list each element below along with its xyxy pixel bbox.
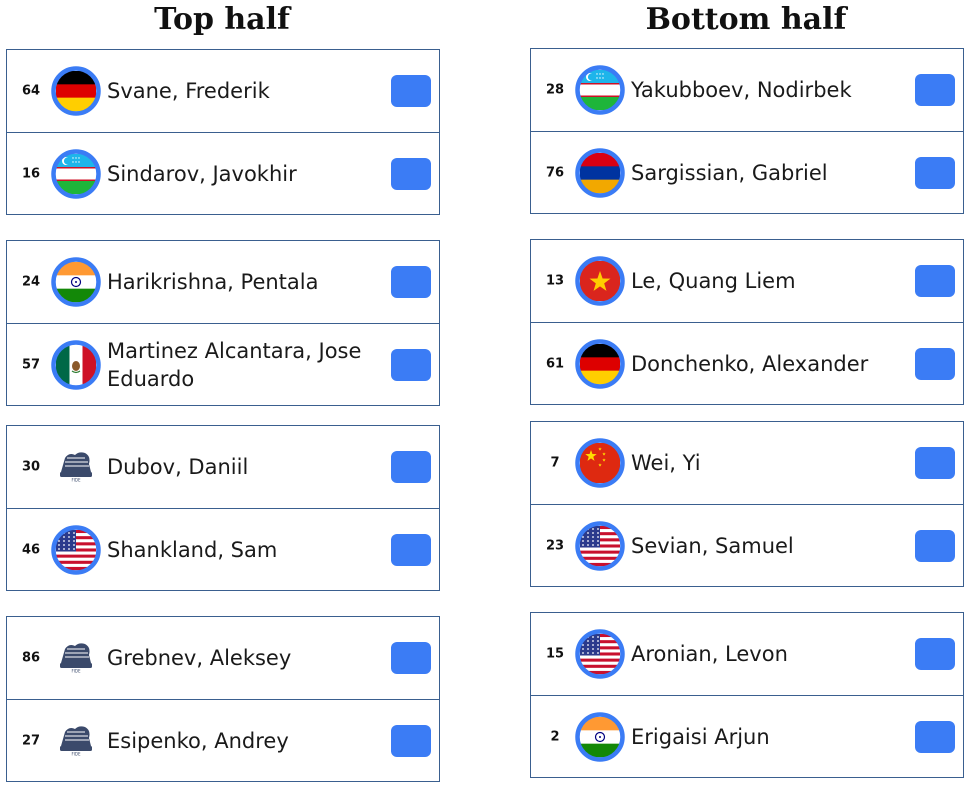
- fide-flag-icon: FIDE: [51, 442, 101, 492]
- player-row: 2 Erigaisi Arjun: [531, 695, 963, 777]
- player-name: Grebnev, Aleksey: [107, 646, 292, 670]
- usa-flag-icon: [51, 524, 101, 575]
- fide-flag-icon: FIDE: [51, 633, 101, 683]
- player-row: 76 Sargissian, Gabriel: [531, 131, 963, 213]
- seed-number: 30: [21, 459, 41, 475]
- armenia-flag-icon: [575, 147, 625, 198]
- seed-number: 27: [21, 733, 41, 748]
- uzbekistan-flag-icon: [51, 148, 101, 199]
- player-name: Svane, Frederik: [107, 79, 270, 103]
- match-card: 64 Svane, Frederik 16 Sindarov, Javokhir: [6, 49, 440, 215]
- select-winner-checkbox[interactable]: [915, 720, 955, 753]
- seed-number: 64: [21, 83, 41, 99]
- seed-number: 7: [550, 455, 560, 471]
- germany-flag-icon: [51, 66, 101, 116]
- select-winner-checkbox[interactable]: [391, 724, 431, 757]
- player-row: 23 Sevian, Samuel: [531, 504, 963, 586]
- uzbekistan-flag-icon: [575, 65, 625, 115]
- select-winner-checkbox[interactable]: [391, 266, 431, 298]
- india-flag-icon: [575, 711, 625, 762]
- seed-number: 76: [545, 165, 565, 180]
- usa-flag-icon: [575, 629, 625, 679]
- player-name: Martinez Alcantara, Jose Eduardo: [107, 338, 362, 391]
- match-card: 13 Le, Quang Liem 61 Donchenko, Alexander: [530, 239, 964, 405]
- select-winner-checkbox[interactable]: [915, 638, 955, 670]
- player-name: Dubov, Daniil: [107, 455, 249, 479]
- select-winner-checkbox[interactable]: [915, 347, 955, 380]
- select-winner-checkbox[interactable]: [391, 75, 431, 107]
- player-name: Sindarov, Javokhir: [107, 161, 297, 186]
- germany-flag-icon: [575, 338, 625, 389]
- player-name: Esipenko, Andrey: [107, 728, 289, 753]
- player-row: 24 Harikrishna, Pentala: [7, 241, 439, 323]
- select-winner-checkbox[interactable]: [915, 265, 955, 297]
- select-winner-checkbox[interactable]: [391, 157, 431, 190]
- match-card: 7 Wei, Yi 23 Sevian, Samuel: [530, 421, 964, 587]
- player-name: Yakubboev, Nodirbek: [631, 78, 852, 102]
- player-name: Aronian, Levon: [631, 642, 788, 666]
- player-row: 16 Sindarov, Javokhir: [7, 132, 439, 214]
- usa-flag-icon: [575, 520, 625, 571]
- player-row: 28 Yakubboev, Nodirbek: [531, 49, 963, 131]
- player-name: Harikrishna, Pentala: [107, 270, 319, 294]
- svg-text:FIDE: FIDE: [71, 751, 81, 756]
- seed-number: 61: [545, 356, 565, 371]
- fide-flag-icon: FIDE: [51, 716, 101, 766]
- select-winner-checkbox[interactable]: [915, 529, 955, 562]
- seed-number: 28: [545, 82, 565, 98]
- match-card: 28 Yakubboev, Nodirbek 76 Sargissian, Gabri…: [530, 48, 964, 214]
- select-winner-checkbox[interactable]: [391, 348, 431, 381]
- player-row: 64 Svane, Frederik: [7, 50, 439, 132]
- china-flag-icon: [575, 438, 625, 488]
- seed-number: 57: [21, 357, 41, 372]
- seed-number: 24: [21, 274, 41, 290]
- player-row: 46 Shankland, Sam: [7, 508, 439, 590]
- seed-number: 23: [545, 538, 565, 553]
- player-name: Le, Quang Liem: [631, 269, 796, 293]
- vietnam-flag-icon: [575, 256, 625, 306]
- select-winner-checkbox[interactable]: [915, 74, 955, 106]
- india-flag-icon: [51, 257, 101, 307]
- player-name: Donchenko, Alexander: [631, 351, 869, 376]
- player-row: 13 Le, Quang Liem: [531, 240, 963, 322]
- select-winner-checkbox[interactable]: [391, 451, 431, 483]
- player-row: 61 Donchenko, Alexander: [531, 322, 963, 404]
- player-row: 57 Martinez Alcantara, Jose Eduardo: [7, 323, 439, 405]
- seed-number: 13: [545, 273, 565, 289]
- seed-number: 16: [21, 166, 41, 181]
- bottom-half-title: Bottom half: [645, 2, 847, 37]
- top-half-title: Top half: [154, 2, 290, 37]
- select-winner-checkbox[interactable]: [915, 447, 955, 479]
- seed-number: 86: [21, 650, 41, 666]
- seed-number: 15: [545, 646, 565, 662]
- mexico-flag-icon: [51, 339, 101, 390]
- match-card: 24 Harikrishna, Pentala 57 Martinez Alcanta…: [6, 240, 440, 406]
- svg-text:FIDE: FIDE: [71, 478, 81, 483]
- select-winner-checkbox[interactable]: [915, 156, 955, 189]
- seed-number: 46: [21, 542, 41, 557]
- seed-number: 2: [550, 729, 560, 744]
- player-row: 15 Aronian, Levon: [531, 613, 963, 695]
- match-card: 15 Aronian, Levon 2 Erigaisi Arjun: [530, 612, 964, 778]
- player-row: 7 Wei, Yi: [531, 422, 963, 504]
- svg-text:FIDE: FIDE: [71, 669, 81, 674]
- player-name: Shankland, Sam: [107, 537, 278, 562]
- player-name: Wei, Yi: [631, 451, 701, 475]
- player-name: Sevian, Samuel: [631, 533, 794, 558]
- select-winner-checkbox[interactable]: [391, 642, 431, 674]
- player-name: Sargissian, Gabriel: [631, 160, 828, 185]
- player-name: Erigaisi Arjun: [631, 724, 770, 749]
- select-winner-checkbox[interactable]: [391, 533, 431, 566]
